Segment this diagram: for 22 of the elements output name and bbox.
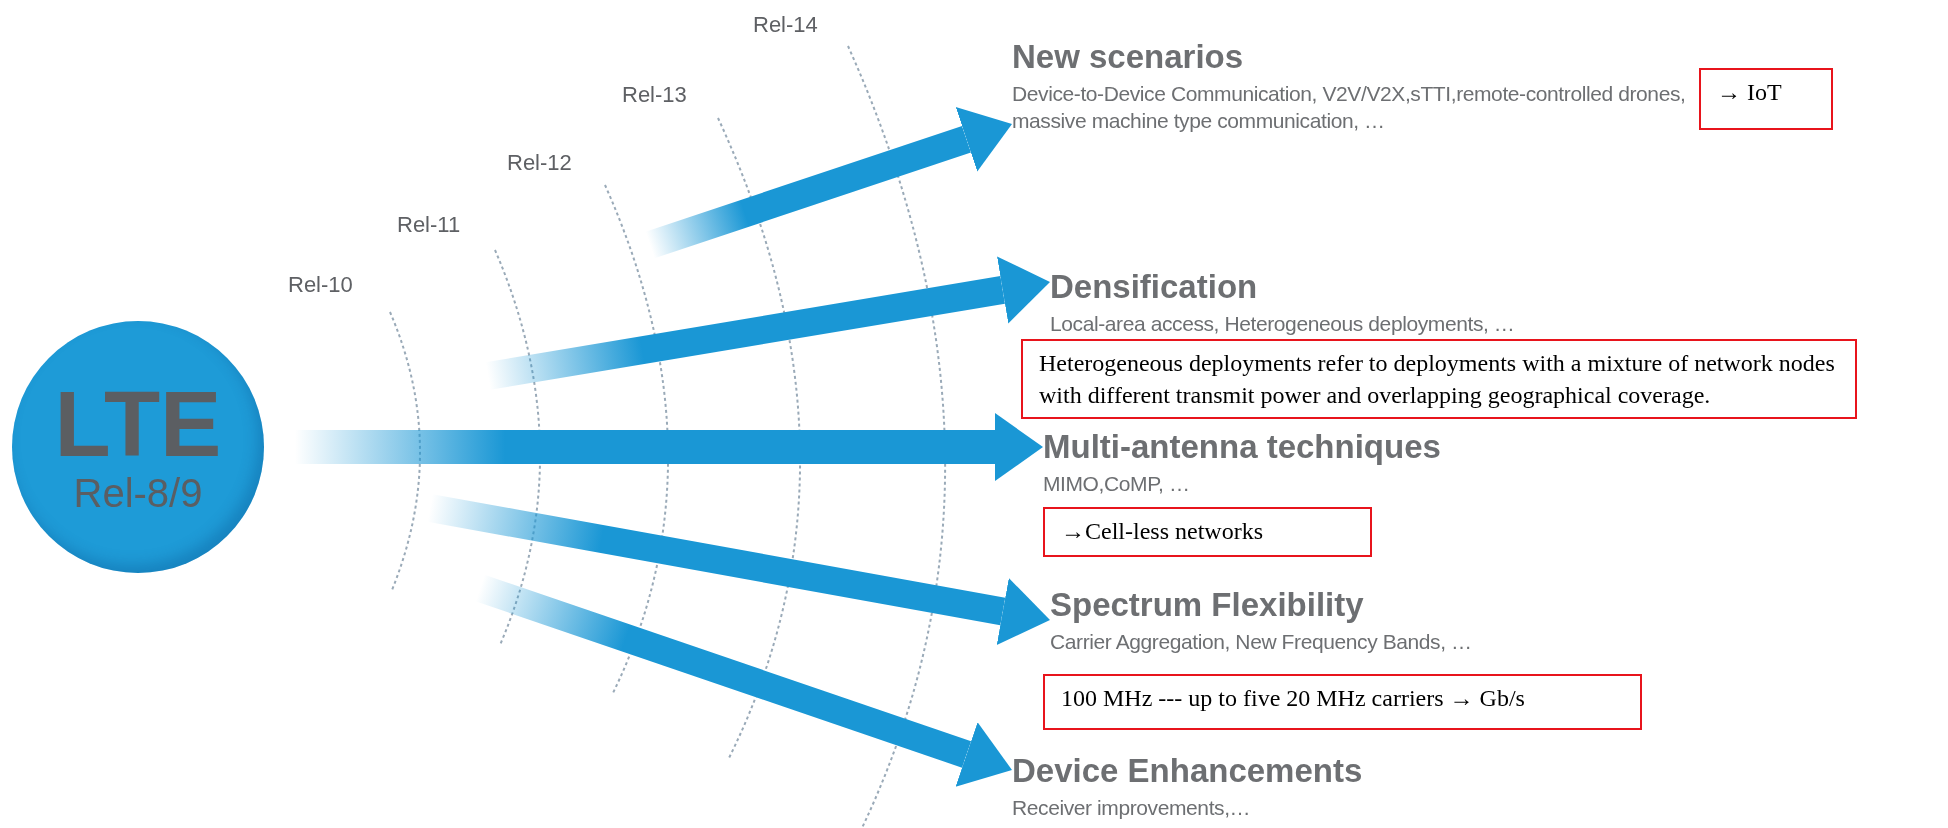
release-label: Rel-11 [397, 212, 461, 238]
release-label: Rel-14 [753, 12, 818, 38]
release-label: Rel-12 [507, 150, 572, 176]
annotation-box: →Cell-less networks [1043, 507, 1372, 557]
category-description: Local-area access, Heterogeneous deployments, … [1050, 311, 1516, 337]
category-heading: New scenarios [1012, 38, 1245, 76]
annotation-box: Heterogeneous deployments refer to deployments with a mixture of network nodes with different transmit power and overlapping geographical coverage. [1021, 339, 1857, 419]
annotation-box: → IoT [1699, 68, 1833, 130]
circle-title: LTE [54, 378, 222, 470]
arrow [645, 106, 1012, 259]
category-description: Device-to-Device Communication, V2V/V2X,sTTI,remote-controlled drones, massive machine type communication, … [1012, 81, 1687, 134]
category-heading: Multi-antenna techniques [1043, 428, 1442, 466]
category-heading: Densification [1050, 268, 1259, 306]
annotation-box: 100 MHz --- up to five 20 MHz carriers → Gb/s [1043, 674, 1642, 730]
release-label: Rel-13 [622, 82, 687, 108]
category-heading: Spectrum Flexibility [1050, 586, 1365, 624]
category-description: Carrier Aggregation, New Frequency Bands, … [1050, 629, 1473, 655]
category-description: MIMO,CoMP, … [1043, 471, 1191, 497]
category-heading: Device Enhancements [1012, 752, 1364, 790]
category-description: Receiver improvements,… [1012, 795, 1252, 821]
circle-subtitle: Rel-8/9 [73, 470, 203, 516]
release-label: Rel-10 [288, 272, 353, 298]
